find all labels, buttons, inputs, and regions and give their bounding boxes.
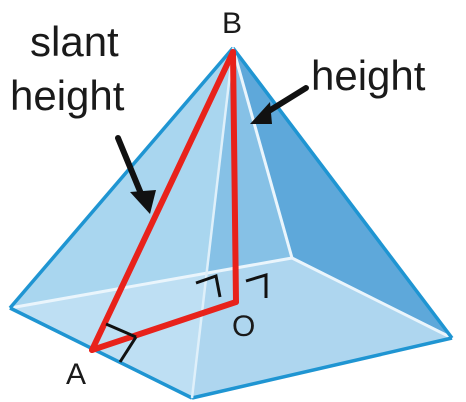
hidden-edges: [9, 47, 453, 340]
measurement-triangle: [89, 49, 239, 353]
slant-height-line: [89, 49, 236, 353]
right-angle-o-right: [245, 272, 268, 298]
right-angle-marks: [105, 272, 268, 363]
right-angle-a-tick: [118, 336, 138, 363]
slant-arrow-head: [130, 190, 156, 214]
base-line-ao: [89, 299, 239, 353]
height-arrow-shaft: [261, 85, 309, 117]
height-line: [230, 49, 239, 305]
right-angle-o-left: [195, 274, 222, 298]
slant-label-line1: slant: [30, 18, 119, 65]
pyramid-edges: [8, 46, 454, 400]
vertex-b-label: B: [222, 7, 242, 40]
height-label: height: [311, 52, 426, 99]
slant-arrow-shaft: [115, 135, 145, 199]
arrows: [115, 85, 309, 214]
height-arrow-head: [250, 102, 272, 124]
vertex-o-label: O: [232, 310, 255, 343]
slant-label-line2: height: [10, 72, 125, 119]
right-angle-a-top: [105, 322, 137, 339]
vertex-a-label: A: [66, 358, 86, 391]
